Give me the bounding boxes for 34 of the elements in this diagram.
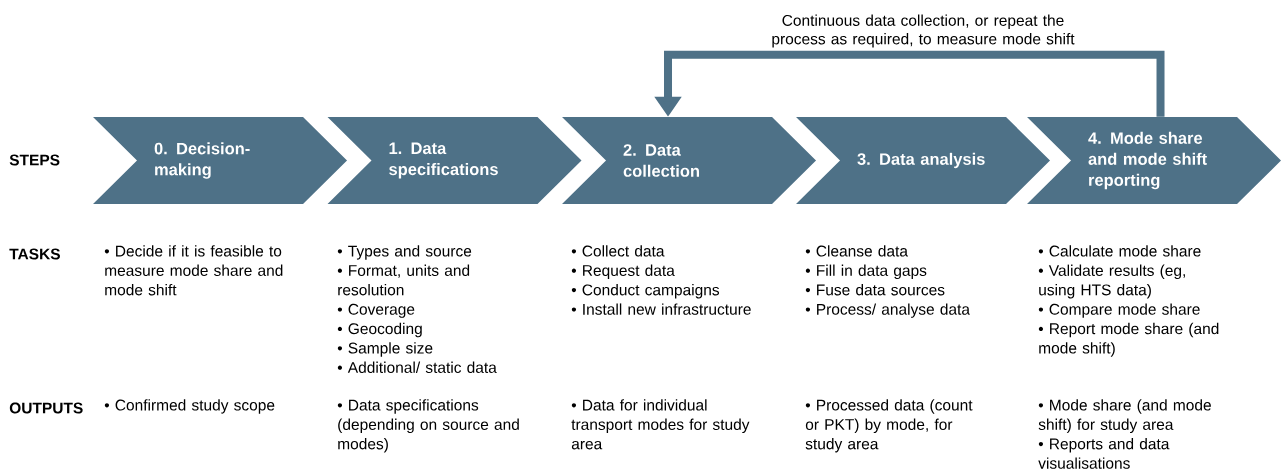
chevron-step: 1. Data specifications — [327, 117, 582, 204]
list-item: • Confirmed study scope — [104, 399, 275, 414]
list-item: • Conduct campaigns — [571, 284, 720, 299]
list-item: • Geocoding — [337, 322, 422, 338]
edge-label: Continuous data collection, or repeat the process as required, to measure mode shift — [772, 14, 1075, 48]
chevron-step: 3. Data analysis — [796, 117, 1050, 204]
list-item: • Sample size — [337, 342, 433, 357]
row-heading: OUTPUTS — [9, 402, 83, 414]
chevron-step: 2. Data collection — [562, 117, 816, 204]
row-heading: STEPS — [9, 154, 60, 166]
chevron-step: 0. Decision-making — [93, 117, 347, 204]
list-item: • Data for individual transport modes for study area — [571, 399, 750, 450]
list-item: • Coverage — [337, 303, 415, 318]
list-item: • Types and source — [337, 245, 472, 260]
list-item: • Calculate mode share — [1038, 245, 1201, 257]
list-item: • Fuse data sources — [805, 284, 945, 296]
list-item: • Fill in data gaps — [805, 264, 927, 280]
list-item: • Processed data (count or PKT) by mode, for study area — [805, 399, 973, 453]
list-item: • Process/ analyse data — [805, 303, 970, 318]
list-item: • Validate results (eg, using HTS data) — [1038, 264, 1185, 299]
list-item: • Additional/ static data — [337, 361, 497, 373]
list-item: • Data specifications (depending on source and modes) — [337, 399, 519, 453]
list-item: • Collect data — [571, 245, 665, 257]
list-item: • Decide if it is feasible to measure mode share and mode shift — [104, 245, 283, 296]
list-item: • Cleanse data — [805, 245, 908, 257]
list-item: • Install new infrastructure — [571, 303, 751, 315]
list-item: • Request data — [571, 264, 675, 280]
list-item: • Report mode share (and mode shift) — [1038, 322, 1219, 357]
list-item: • Compare mode share — [1038, 303, 1200, 318]
list-item: • Format, units and resolution — [337, 264, 470, 296]
list-item: • Mode share (and mode shift) for study area — [1038, 399, 1211, 434]
list-item: • Reports and data visualisations — [1038, 438, 1170, 469]
row-heading: TASKS — [9, 248, 60, 260]
chevron-step: 4. Mode share and mode shift reporting — [1027, 117, 1281, 204]
